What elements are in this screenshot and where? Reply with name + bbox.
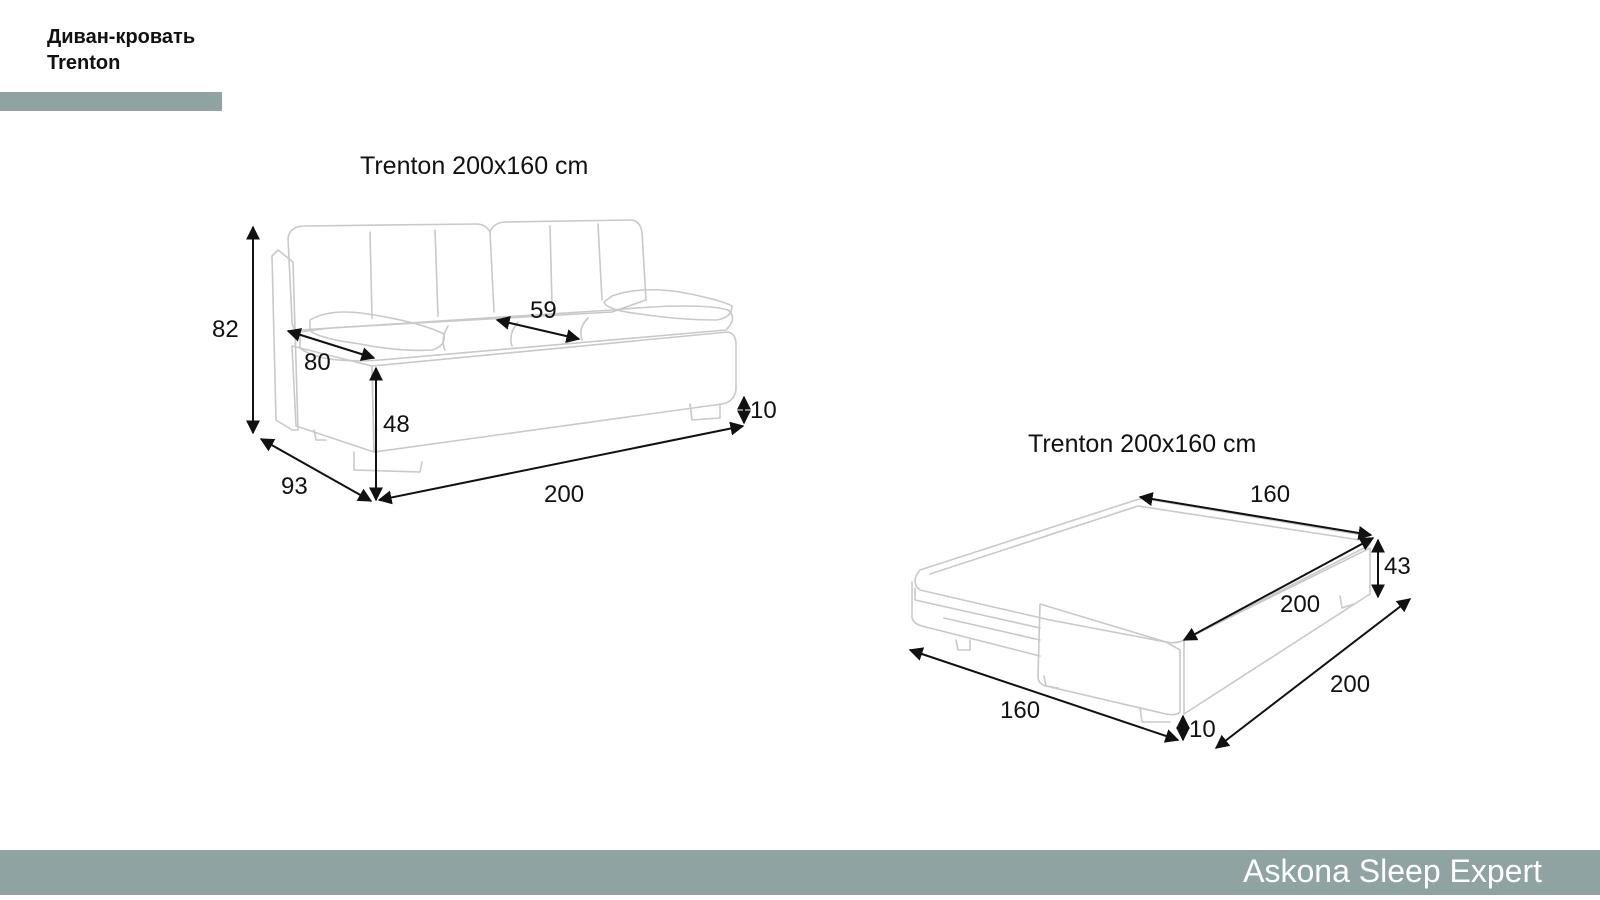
seat-height-label: 48 (383, 411, 410, 438)
dimension-drawing: Trenton 200x160 cm 82 80 59 48 10 93 200 (212, 152, 1412, 749)
leg-height-label: 10 (750, 397, 777, 424)
sleep-length-dim-line (1182, 537, 1375, 641)
top-width-dim-line (1138, 492, 1373, 540)
cushion-width-label: 59 (530, 297, 557, 324)
product-type: Диван-кровать (47, 26, 196, 48)
seat-depth-dim-line (286, 328, 376, 361)
sofa-caption: Trenton 200x160 cm (360, 152, 588, 180)
bed-labels: Trenton 200x160 cm 160 43 200 160 10 200 (1000, 430, 1411, 743)
top-width-label: 160 (1250, 481, 1290, 508)
seat-depth-label: 80 (304, 349, 331, 376)
depth-label: 93 (281, 473, 308, 500)
front-width-dim-line (908, 647, 1180, 743)
brand-name: Askona Sleep Expert (1243, 853, 1542, 889)
bed-caption: Trenton 200x160 cm (1028, 430, 1256, 458)
bed-height-label: 43 (1384, 553, 1411, 580)
depth-dim-line (259, 438, 373, 502)
total-length-dim-line (1214, 598, 1412, 749)
sleep-length-label: 200 (1280, 591, 1320, 618)
total-length-label: 200 (1330, 671, 1370, 698)
header-accent-bar (0, 92, 222, 111)
sofa-dimension-lines (246, 225, 751, 505)
width-label: 200 (544, 481, 584, 508)
sofa-labels: Trenton 200x160 cm 82 80 59 48 10 93 200 (212, 152, 777, 508)
bed-leg-height-label: 10 (1189, 716, 1216, 743)
bed-dimension-lines (908, 492, 1412, 749)
height-label: 82 (212, 316, 239, 343)
footer-bar: Askona Sleep Expert (0, 850, 1600, 895)
page-title: Диван-кровать Trenton (47, 24, 195, 76)
front-width-label: 160 (1000, 697, 1040, 724)
product-name: Trenton (47, 52, 121, 74)
width-dim-line (377, 421, 745, 505)
sofa-illustration (271, 219, 737, 473)
cushion-width-dim-line (495, 316, 581, 343)
